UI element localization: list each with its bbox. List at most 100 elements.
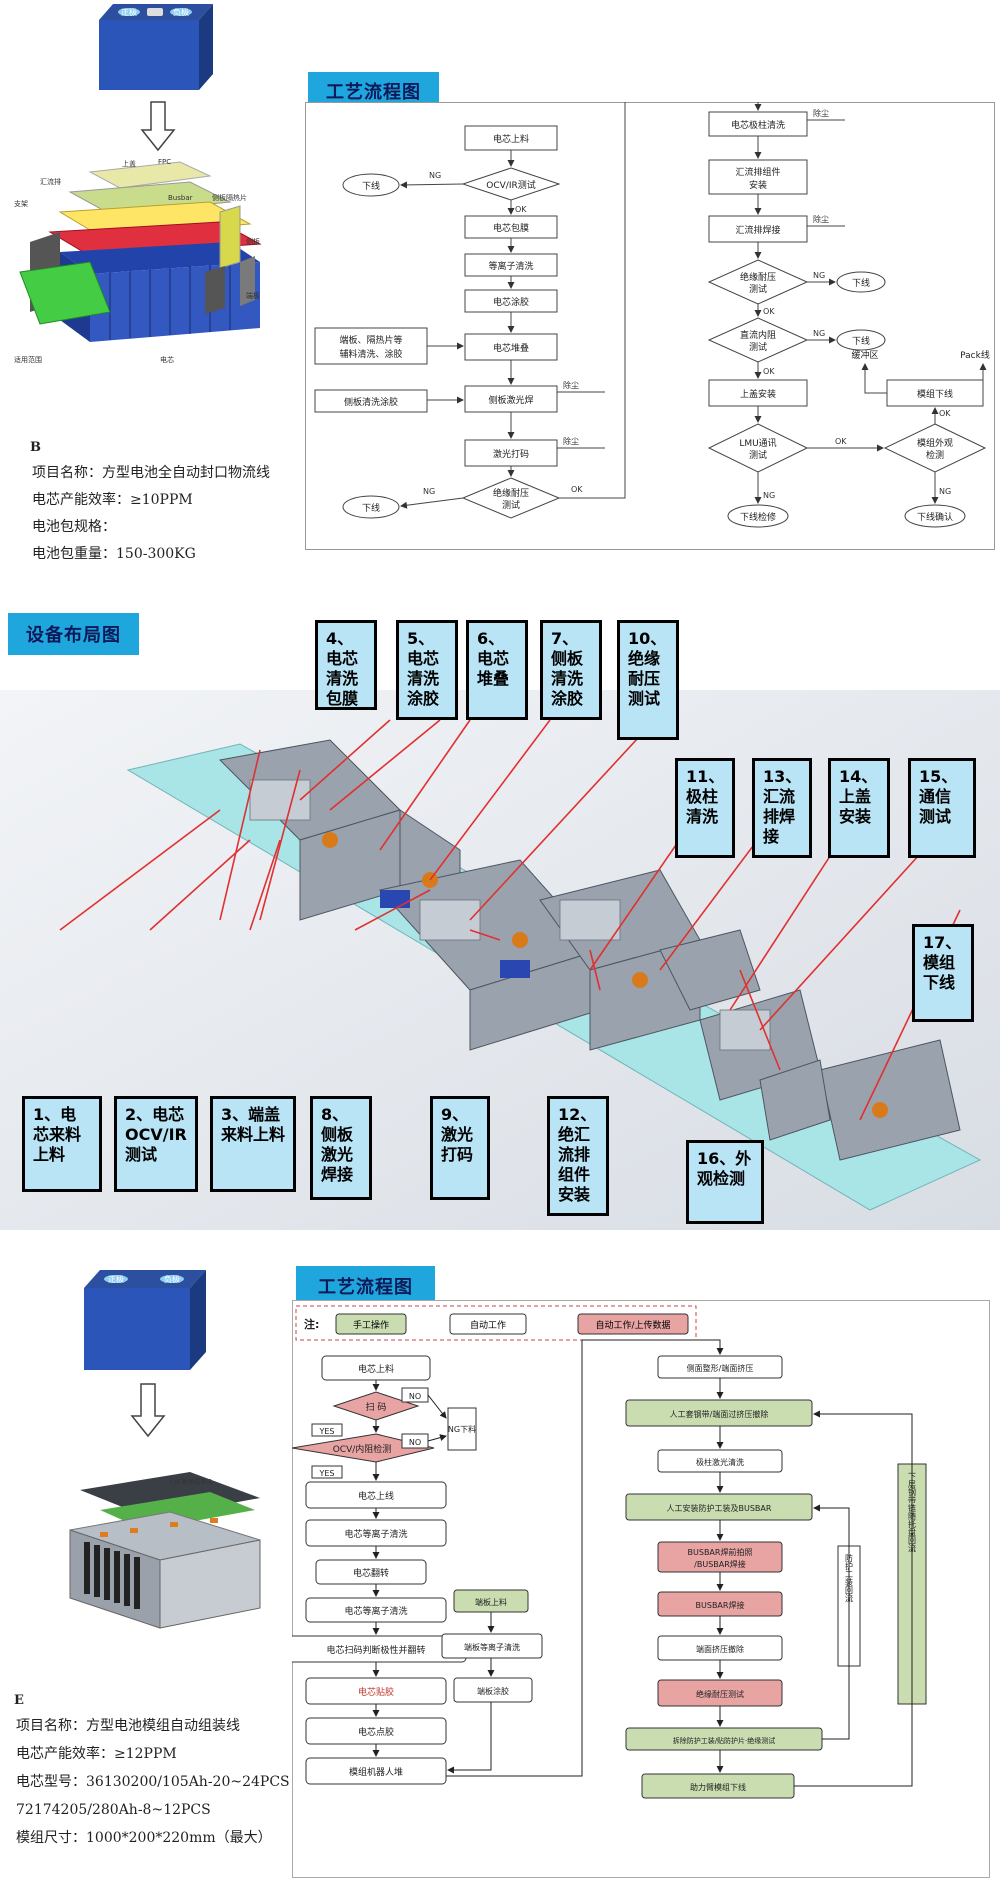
station-label-2: 2、电芯OCV/IR测试 — [114, 1096, 198, 1192]
e-node-robot-stack — [305, 1757, 447, 1785]
e-label-endplate-glue: 端板涂胶 — [477, 1686, 509, 1696]
battery-e-neg-label: 负极 — [164, 1274, 180, 1284]
label-out-3: 下线 — [852, 277, 870, 289]
label-out-repair: 下线检修 — [740, 511, 776, 523]
label-cell-stack: 电芯堆叠 — [493, 342, 529, 354]
e-node-endplate-glue — [453, 1677, 533, 1703]
label-laser-code: 激光打码 — [493, 448, 529, 460]
station-label-9: 9、激光打码 — [430, 1096, 490, 1200]
e-label-endplate-plasma: 端板等离子清洗 — [464, 1642, 520, 1652]
legend-manual: 手工操作 — [353, 1319, 389, 1331]
label-busbar-install-b: 安装 — [749, 179, 767, 191]
battery-pos-label: 正极 — [121, 7, 137, 17]
label-lmu-a: LMU通讯 — [739, 438, 776, 449]
e-label-cell-loading: 电芯上料 — [358, 1363, 394, 1375]
label-out-1: 下线 — [362, 180, 380, 192]
station-label-11: 11、极柱清洗 — [675, 758, 735, 858]
station-label-13: 13、汇流排焊接 — [752, 758, 812, 858]
e-label-fixture-return: 防护工装回流 — [845, 1553, 854, 1603]
station-label-4: 4、电芯清洗包膜 — [315, 620, 377, 710]
e-label-band-return: 下层钢带链随托盘回流 — [908, 1472, 917, 1553]
battery-cell-illustration-e: 正极 负极 — [84, 1270, 206, 1370]
flowchart-heading-e: 工艺流程图 — [296, 1266, 435, 1306]
label-ng-1: NG — [429, 171, 441, 180]
flowchart-e: 注: 手工操作 自动工作 自动工作/上传数据 — [292, 1300, 990, 1878]
arrow-down-icon — [140, 101, 176, 152]
station-label-15: 15、通信测试 — [908, 758, 976, 858]
e-label-robot-stack: 模组机器人堆 — [349, 1766, 403, 1778]
e-label-insulation: 绝缘耐压测试 — [696, 1689, 744, 1699]
e-label-plasma-1: 电芯等离子清洗 — [344, 1528, 407, 1540]
station-label-10: 10、绝缘耐压测试 — [617, 620, 679, 740]
legend-upload-swatch — [577, 1313, 689, 1335]
label-dust-3: 除尘 — [813, 108, 829, 118]
module-label-end-plate: 端板 — [246, 291, 260, 300]
label-cover-install: 上盖安装 — [740, 388, 776, 400]
legend-upload: 自动工作/上传数据 — [595, 1319, 670, 1331]
module-label-fpc: FPC — [158, 158, 171, 166]
e-label-no-1: NO — [409, 1392, 421, 1401]
e-node-flip — [315, 1559, 427, 1585]
module-label-busbar-cn: 汇流排 — [40, 177, 61, 186]
label-side-clean: 侧板清洗涂胶 — [344, 396, 398, 408]
label-ng-6: NG — [939, 487, 951, 496]
label-cell-wrap: 电芯包膜 — [493, 222, 529, 234]
label-ng-5: NG — [763, 491, 775, 500]
module-label-side-plate: 侧板 — [246, 237, 260, 246]
label-insulation-test-a: 绝缘耐压 — [493, 487, 529, 499]
battery-neg-label: 负极 — [173, 7, 189, 17]
label-busbar-weld: 汇流排焊接 — [735, 224, 780, 236]
e-label-yes-2: YES — [318, 1469, 334, 1478]
node-out-3 — [836, 271, 886, 293]
label-dc-resistance-a: 直流内阻 — [740, 329, 776, 341]
label-dust-2: 除尘 — [563, 436, 579, 446]
module-label-bracket: 支架 — [14, 199, 28, 208]
e-label-pole-laser: 极柱激光清洗 — [696, 1457, 744, 1467]
info-efficiency: 电芯产能效率：≥10PPM — [32, 492, 193, 508]
label-aux-clean-a: 端板、隔热片等 — [339, 334, 402, 346]
label-dust-4: 除尘 — [813, 214, 829, 224]
label-ok-5: OK — [835, 437, 847, 446]
label-dust-1: 除尘 — [563, 380, 579, 390]
label-buffer: 缓冲区 — [851, 349, 878, 361]
info-e-project-name: 项目名称：方型电池模组自动组装线 — [16, 1718, 240, 1734]
e-label-end-release: 端面挤压撤除 — [696, 1644, 744, 1654]
node-out-4 — [836, 329, 886, 351]
node-insulation-test — [461, 477, 561, 519]
e-label-plasma-2: 电芯等离子清洗 — [344, 1605, 407, 1617]
equipment-layout-illustration — [0, 690, 1000, 1230]
label-ng-3: NG — [813, 271, 825, 280]
e-node-endplate-plasma — [441, 1633, 543, 1659]
legend-auto: 自动工作 — [470, 1319, 506, 1331]
label-insulation-2a: 绝缘耐压 — [740, 271, 776, 283]
label-ng-2: NG — [423, 487, 435, 496]
label-out-4: 下线 — [852, 335, 870, 347]
e-node-install-busbar — [625, 1493, 813, 1521]
label-pole-clean: 电芯极柱清洗 — [731, 119, 785, 131]
label-ok-6: OK — [939, 409, 951, 418]
node-module-out — [886, 379, 984, 407]
module-exploded-illustration: 上盖 FPC 汇流排 Busbar 侧板隔热片 支架 侧板 端板 电芯 适用范围 — [14, 158, 262, 364]
module-label-cell: 电芯 — [160, 355, 174, 364]
station-label-14: 14、上盖安装 — [828, 758, 890, 858]
label-out-confirm: 下线确认 — [917, 511, 953, 523]
info-e-cell-model-2: 72174205/280Ah-8~12PCS — [16, 1802, 211, 1818]
label-pack-line: Pack线 — [960, 349, 990, 361]
label-ok-2: OK — [571, 485, 583, 494]
label-module-out: 模组下线 — [917, 388, 953, 400]
label-lmu-b: 测试 — [749, 449, 767, 461]
node-busbar-weld — [708, 215, 808, 243]
e-label-cell-tape: 电芯贴胶 — [358, 1686, 394, 1698]
node-out-repair — [727, 504, 789, 528]
e-label-cell-dispense: 电芯点胶 — [358, 1726, 394, 1738]
station-label-17: 17、模组下线 — [912, 924, 974, 1022]
station-label-7: 7、侧板清洗涂胶 — [540, 620, 602, 720]
node-busbar-install — [708, 159, 808, 195]
e-node-yes-2 — [311, 1465, 343, 1479]
battery-cell-illustration: 正极 负极 — [99, 4, 213, 90]
layout-heading: 设备布局图 — [8, 613, 139, 655]
label-cell-glue: 电芯涂胶 — [493, 296, 529, 308]
e-node-steel-band — [625, 1399, 813, 1427]
e-label-busbar-photo-a: BUSBAR焊前拍照 — [688, 1547, 753, 1557]
e-label-scan-flip: 电芯扫码判断极性并翻转 — [326, 1644, 425, 1656]
